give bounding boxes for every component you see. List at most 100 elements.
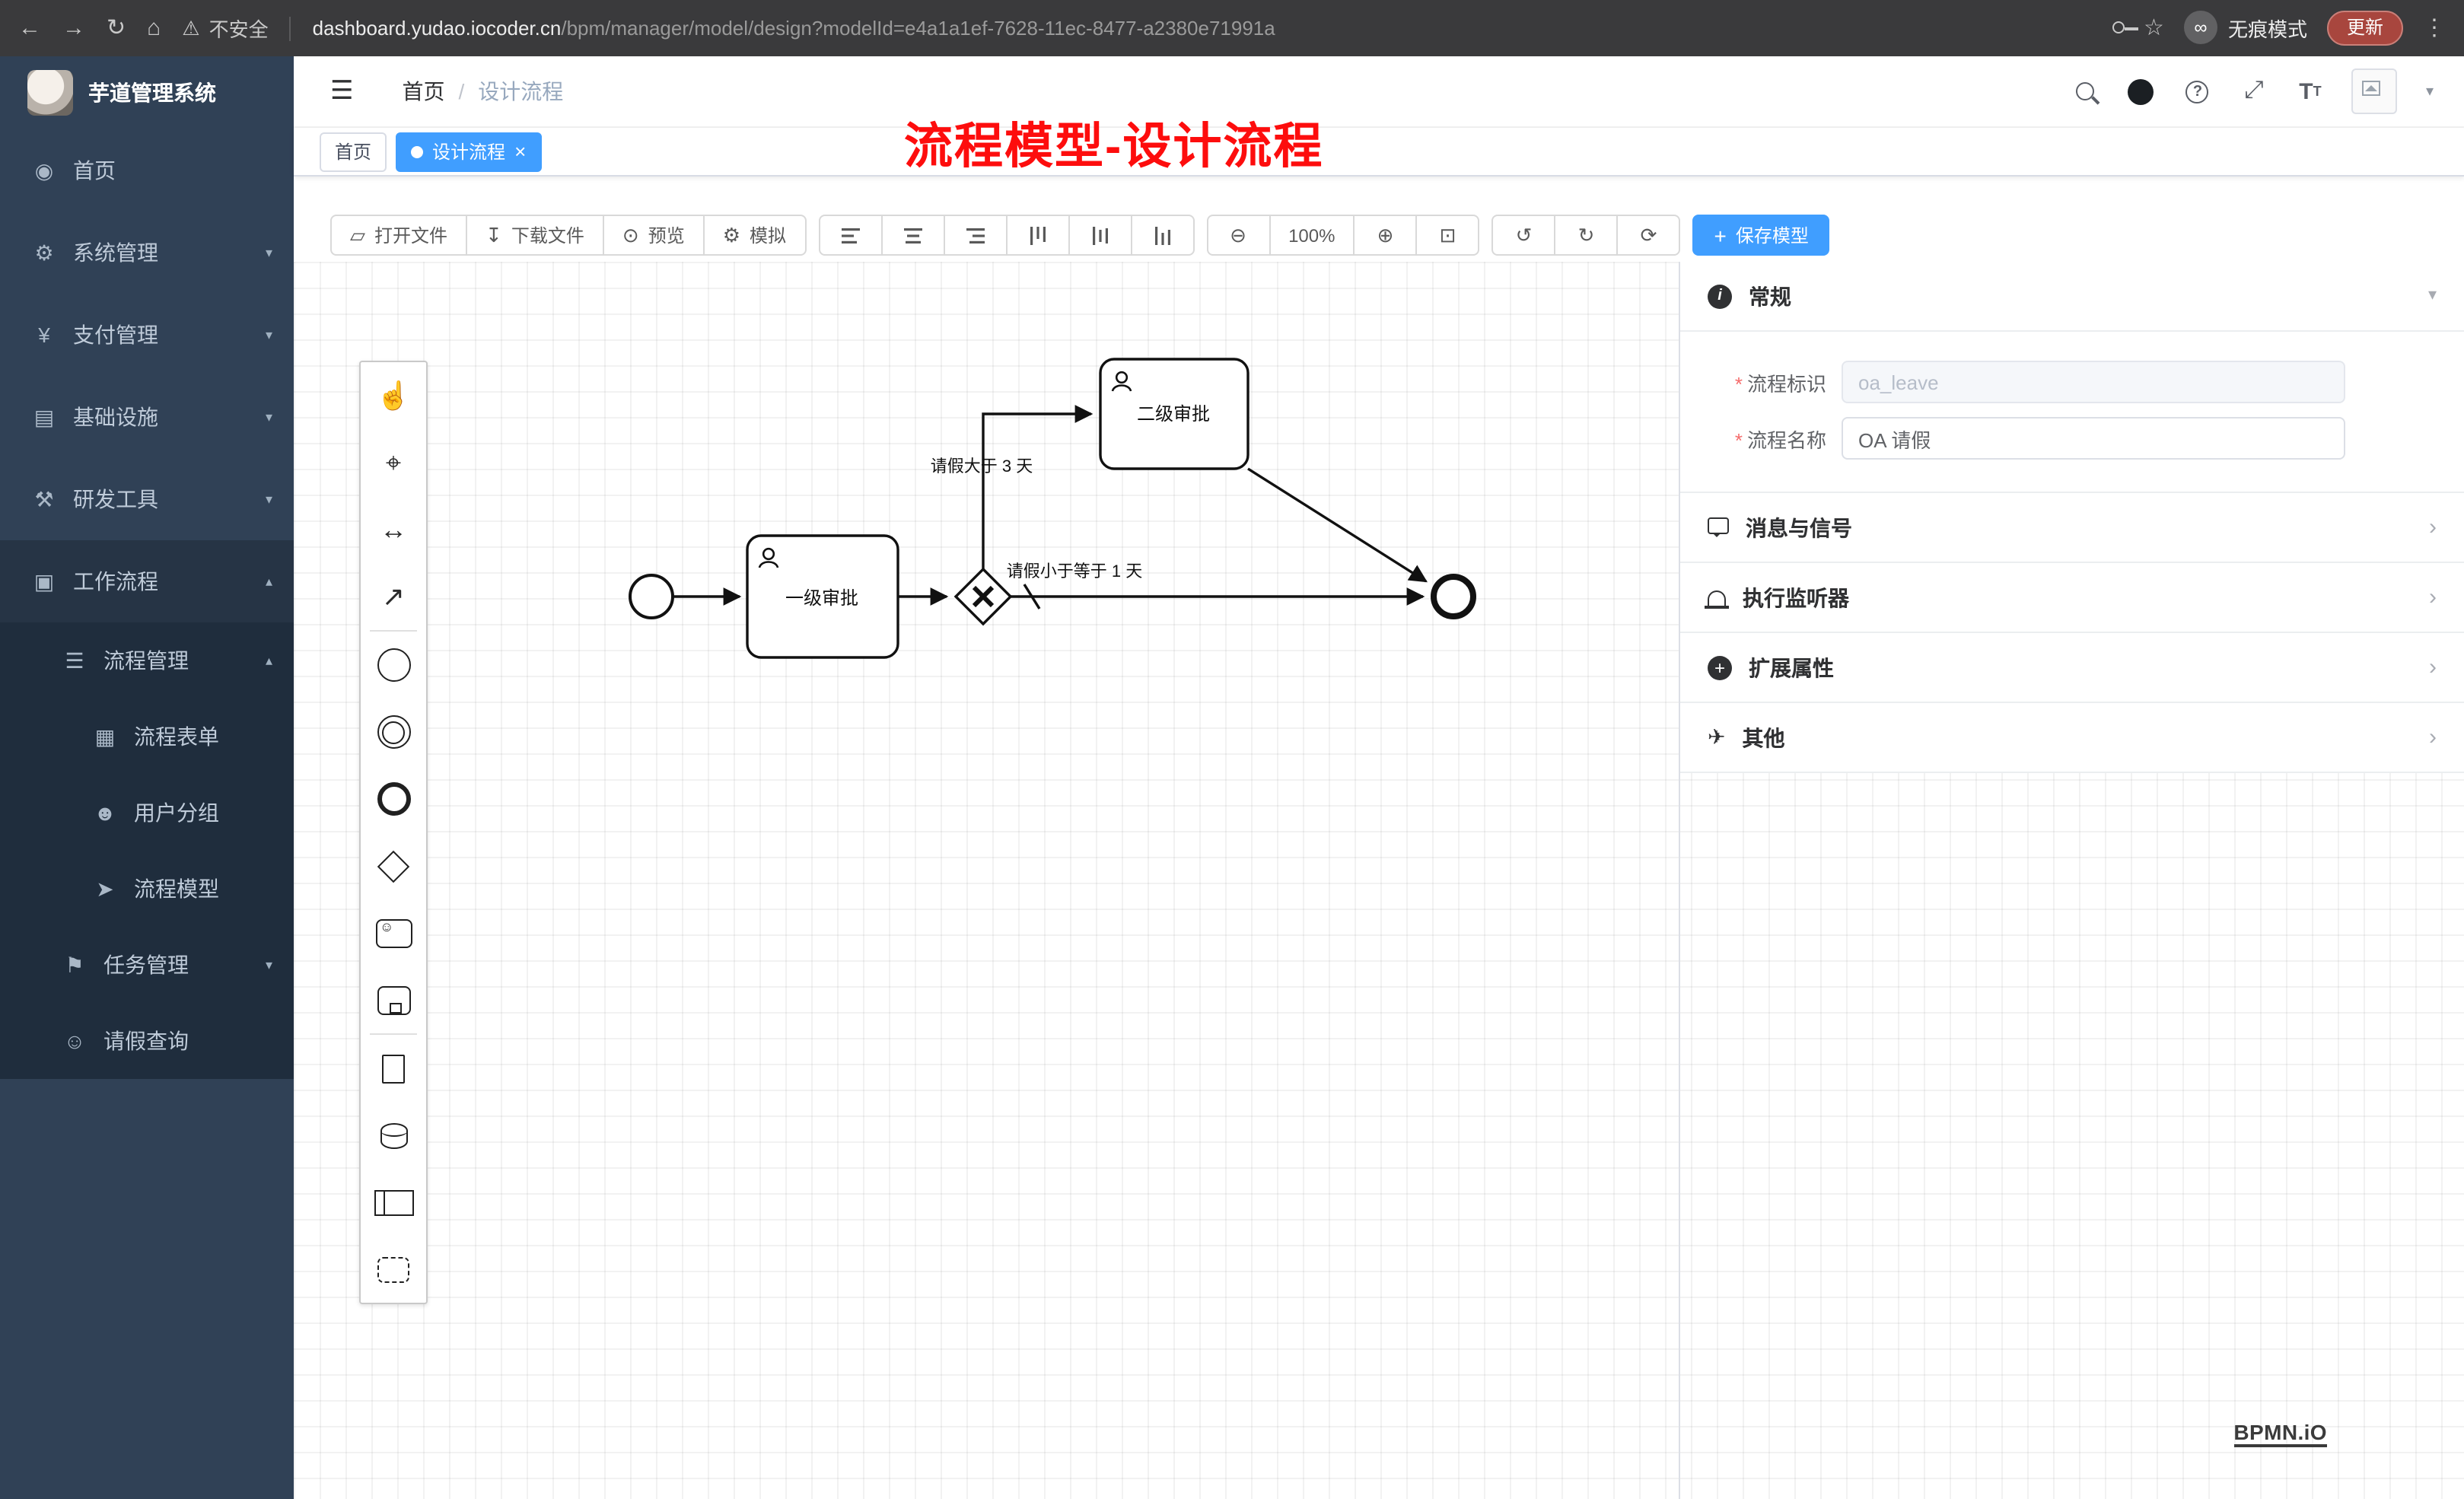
browser-forward-icon[interactable]: → [62,15,85,41]
palette-separator [370,630,417,632]
section-other[interactable]: ✈ 其他 › [1680,703,2464,773]
create-start-event[interactable] [361,632,426,699]
sidebar-item-workflow[interactable]: ▣ 工作流程 ▴ [0,540,294,622]
bpmn-palette: ☝ ⌖ ↔ ↗ ☺ [359,361,428,1304]
align-bottom-icon [1154,226,1170,244]
section-message-signal[interactable]: 消息与信号 › [1680,493,2464,563]
chevron-up-icon: ▴ [265,573,272,588]
open-file-button[interactable]: ▱ 打开文件 [330,215,468,256]
message-icon [1708,517,1729,537]
user-icon [1111,371,1132,392]
hand-tool[interactable]: ☝ [361,362,426,429]
align-right-button[interactable] [943,215,1008,256]
address-bar[interactable]: dashboard.yudao.iocoder.cn /bpm/manager/… [313,17,2090,40]
zoom-in-button[interactable]: ⊕ [1353,215,1418,256]
download-icon: ↧ [485,224,502,247]
simulate-button[interactable]: ⚙ 模拟 [702,215,807,256]
create-group[interactable] [361,1236,426,1303]
align-left-button[interactable] [818,215,883,256]
sidebar-item-process-form[interactable]: ▦ 流程表单 [0,699,294,775]
palette-separator [370,1033,417,1035]
tab-home[interactable]: 首页 [320,132,387,171]
browser-back-icon[interactable]: ← [18,15,41,41]
sidebar-item-process-mgmt[interactable]: ☰ 流程管理 ▴ [0,622,294,699]
align-top-button[interactable] [1005,215,1070,256]
browser-update-button[interactable]: 更新 [2326,11,2403,46]
section-extended-attrs[interactable]: + 扩展属性 › [1680,633,2464,703]
fullscreen-icon[interactable]: ⤢ [2244,78,2264,103]
eye-icon: ⊙ [622,224,639,247]
collapse-menu-icon[interactable]: ☰ [330,76,354,105]
create-end-event[interactable] [361,765,426,832]
create-user-task[interactable]: ☺ [361,899,426,966]
create-call-activity[interactable] [361,966,426,1033]
sidebar-item-home[interactable]: ◉ 首页 [0,129,294,212]
zoom-level-button[interactable]: 100% [1269,215,1355,256]
user-icon [758,547,779,568]
align-bottom-button[interactable] [1130,215,1195,256]
sidebar-item-devtools[interactable]: ⚒ 研发工具 ▾ [0,458,294,540]
restart-button[interactable]: ⟳ [1616,215,1681,256]
sidebar-item-task-mgmt[interactable]: ⚑ 任务管理 ▾ [0,927,294,1003]
avatar-caret-icon[interactable]: ▾ [2425,83,2434,100]
align-center-button[interactable] [880,215,945,256]
process-name-input[interactable] [1842,417,2345,460]
app-logo[interactable]: 芋道管理系统 [0,56,294,129]
flow-gateway-to-task2[interactable] [982,405,1094,569]
send-icon: ✈ [1708,724,1726,749]
user-task-level2[interactable] [1099,358,1250,470]
security-indicator[interactable]: ⚠ 不安全 [182,14,268,43]
breadcrumb-current: 设计流程 [478,79,564,103]
start-event[interactable] [629,574,674,619]
redo-button[interactable]: ↻ [1554,215,1619,256]
redo-icon: ↻ [1577,224,1595,247]
bpmn-io-logo[interactable]: BPMN.iO [2233,1420,2327,1447]
form-icon: ▦ [94,724,116,748]
create-participant[interactable] [361,1169,426,1236]
user-task-level1[interactable] [746,534,899,659]
section-general[interactable]: i 常规 ▾ [1680,262,2464,332]
section-execution-listener[interactable]: 执行监听器 › [1680,563,2464,633]
default-flow-marker [1023,584,1041,609]
process-key-input[interactable] [1842,361,2345,403]
space-tool-icon: ↔ [380,514,407,545]
close-tab-icon[interactable]: × [514,140,527,163]
sidebar-item-user-group[interactable]: ☻ 用户分组 [0,775,294,851]
save-model-button[interactable]: + 保存模型 [1692,215,1830,256]
create-gateway[interactable] [361,832,426,899]
preview-button[interactable]: ⊙ 预览 [602,215,705,256]
create-intermediate-event[interactable] [361,699,426,765]
flow-task2-to-end[interactable] [1247,467,1428,583]
space-tool[interactable]: ↔ [361,496,426,563]
browser-menu-icon[interactable]: ⋮ [2423,14,2446,41]
password-key-icon[interactable] [2112,21,2138,34]
gear-icon: ⚙ [34,240,54,264]
github-icon[interactable] [2126,76,2157,107]
lasso-tool[interactable]: ⌖ [361,429,426,496]
search-icon[interactable] [2070,76,2100,107]
sidebar-item-infra[interactable]: ▤ 基础设施 ▾ [0,376,294,458]
help-icon[interactable]: ? [2182,76,2213,107]
tab-design-process[interactable]: 设计流程 × [396,132,542,171]
download-file-button[interactable]: ↧ 下载文件 [466,215,604,256]
create-data-object[interactable] [361,1035,426,1102]
breadcrumb-separator: / [458,79,465,103]
sidebar-item-payment[interactable]: ¥ 支付管理 ▾ [0,294,294,376]
sidebar-item-leave-query[interactable]: ☺ 请假查询 [0,1003,294,1079]
browser-reload-icon[interactable]: ↻ [107,15,126,41]
zoom-out-button[interactable]: ⊖ [1206,215,1271,256]
user-avatar[interactable] [2351,68,2397,114]
align-middle-button[interactable] [1068,215,1132,256]
bookmark-star-icon[interactable]: ☆ [2144,14,2164,41]
global-connect-tool[interactable]: ↗ [361,563,426,630]
undo-button[interactable]: ↺ [1491,215,1556,256]
end-event[interactable] [1431,574,1476,619]
sidebar-item-system[interactable]: ⚙ 系统管理 ▾ [0,212,294,294]
sidebar-item-process-model[interactable]: ➤ 流程模型 [0,851,294,927]
zoom-reset-button[interactable]: ⊡ [1415,215,1480,256]
create-data-store[interactable] [361,1102,426,1169]
browser-home-icon[interactable]: ⌂ [147,15,161,41]
breadcrumb-home[interactable]: 首页 [402,79,445,103]
task1-label: 一级审批 [785,588,858,609]
